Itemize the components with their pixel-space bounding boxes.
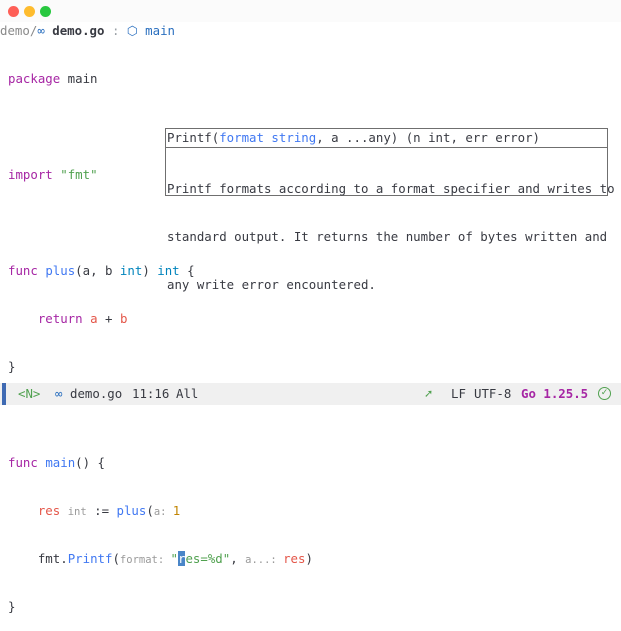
signature-suffix: , a ...any) (n int, err error) <box>316 130 540 145</box>
statusline: <N> ∞ demo.go 11:16 All ➚ LF UTF-8 Go 1.… <box>0 383 621 405</box>
keyword: func <box>8 263 38 278</box>
punct: ) <box>305 551 313 566</box>
rocket-icon: ➚ <box>424 387 434 400</box>
minimize-window-button[interactable] <box>24 6 35 17</box>
function-call: Printf <box>67 551 113 566</box>
code-line-5[interactable]: func plus(a, b int) int { <box>8 263 313 279</box>
return-type: int <box>157 263 180 278</box>
package-name: main <box>60 71 98 86</box>
breadcrumb-dir[interactable]: demo/ <box>0 23 38 38</box>
signature-prefix: Printf( <box>167 130 220 145</box>
string-quote: " <box>170 551 178 566</box>
breadcrumb-separator: : <box>111 23 120 38</box>
breadcrumb-symbol[interactable]: main <box>145 23 176 38</box>
signature-help-popup: Printf(format string, a ...any) (n int, … <box>165 128 615 292</box>
file-encoding: UTF-8 <box>474 386 512 401</box>
infinity-icon: ∞ <box>37 23 45 38</box>
active-parameter: format string <box>219 130 317 145</box>
doc-line: standard output. It returns the number o… <box>167 229 608 244</box>
import-path: "fmt" <box>60 167 98 182</box>
brace: } <box>8 599 16 614</box>
cursor-position: 11:16 <box>132 386 170 401</box>
variable: res <box>283 551 306 566</box>
inlay-param-hint: format: <box>119 554 171 566</box>
punct: ( <box>112 551 120 566</box>
cube-icon: ⬡ <box>126 23 138 38</box>
punct: , <box>230 551 246 566</box>
variable: res <box>37 503 61 518</box>
line-ending: LF <box>451 386 466 401</box>
inlay-param-hint: a...: <box>245 554 284 566</box>
code-line-7[interactable]: } <box>8 359 313 375</box>
code-line-3[interactable]: import "fmt" <box>8 167 313 183</box>
package-qualifier: fmt. <box>37 551 68 566</box>
indent <box>8 311 38 326</box>
punct: ) <box>142 263 158 278</box>
status-filename: demo.go <box>70 386 123 401</box>
keyword: return <box>37 311 83 326</box>
function-name: main <box>45 455 76 470</box>
code-line-11[interactable]: fmt.Printf(format: "res=%d", a...: res) <box>8 551 313 567</box>
code-line-6[interactable]: return a + b <box>8 311 313 327</box>
infinity-icon: ∞ <box>55 386 63 401</box>
mode-indicator: <N> <box>18 386 41 401</box>
params: (a, b <box>75 263 120 278</box>
doc-line: Printf formats according to a format spe… <box>167 181 615 196</box>
operator: + <box>97 311 120 326</box>
keyword: import <box>8 167 53 182</box>
code-line-9[interactable]: func main() { <box>8 455 313 471</box>
mode-indicator-bar <box>2 383 6 405</box>
zoom-window-button[interactable] <box>40 6 51 17</box>
punct: ( <box>146 503 154 518</box>
inlay-type-hint: int <box>67 506 87 518</box>
documentation: Printf formats according to a format spe… <box>167 149 615 325</box>
close-window-button[interactable] <box>8 6 19 17</box>
language-version: Go 1.25.5 <box>521 386 589 401</box>
punct: () { <box>75 455 105 470</box>
type-name: int <box>119 263 143 278</box>
number-literal: 1 <box>172 503 181 518</box>
code-line-12[interactable]: } <box>8 599 313 615</box>
command-line[interactable] <box>0 405 621 420</box>
keyword: package <box>8 71 61 86</box>
brace: } <box>8 359 16 374</box>
check-circle-icon: ✓ <box>598 387 611 400</box>
brace: { <box>179 263 195 278</box>
inlay-param-hint: a: <box>153 506 173 518</box>
window-titlebar <box>0 0 621 22</box>
code-line-10[interactable]: res int := plus(a: 1 <box>8 503 313 519</box>
space <box>60 503 67 518</box>
scroll-position: All <box>176 386 199 401</box>
signature: Printf(format string, a ...any) (n int, … <box>167 130 540 146</box>
space <box>38 455 45 470</box>
variable: b <box>119 311 128 326</box>
function-call: plus <box>116 503 147 518</box>
code-line-1[interactable]: package main <box>8 71 313 87</box>
operator: := <box>86 503 117 518</box>
function-name: plus <box>45 263 76 278</box>
string-literal: es=%d" <box>185 551 231 566</box>
space <box>83 311 90 326</box>
doc-line: any write error encountered. <box>167 277 376 292</box>
breadcrumb-file[interactable]: demo.go <box>52 23 105 38</box>
text-cursor: r <box>177 551 186 566</box>
variable: a <box>90 311 98 326</box>
breadcrumb: demo/∞ demo.go : ⬡ main <box>0 23 175 39</box>
popup-divider <box>166 147 607 148</box>
